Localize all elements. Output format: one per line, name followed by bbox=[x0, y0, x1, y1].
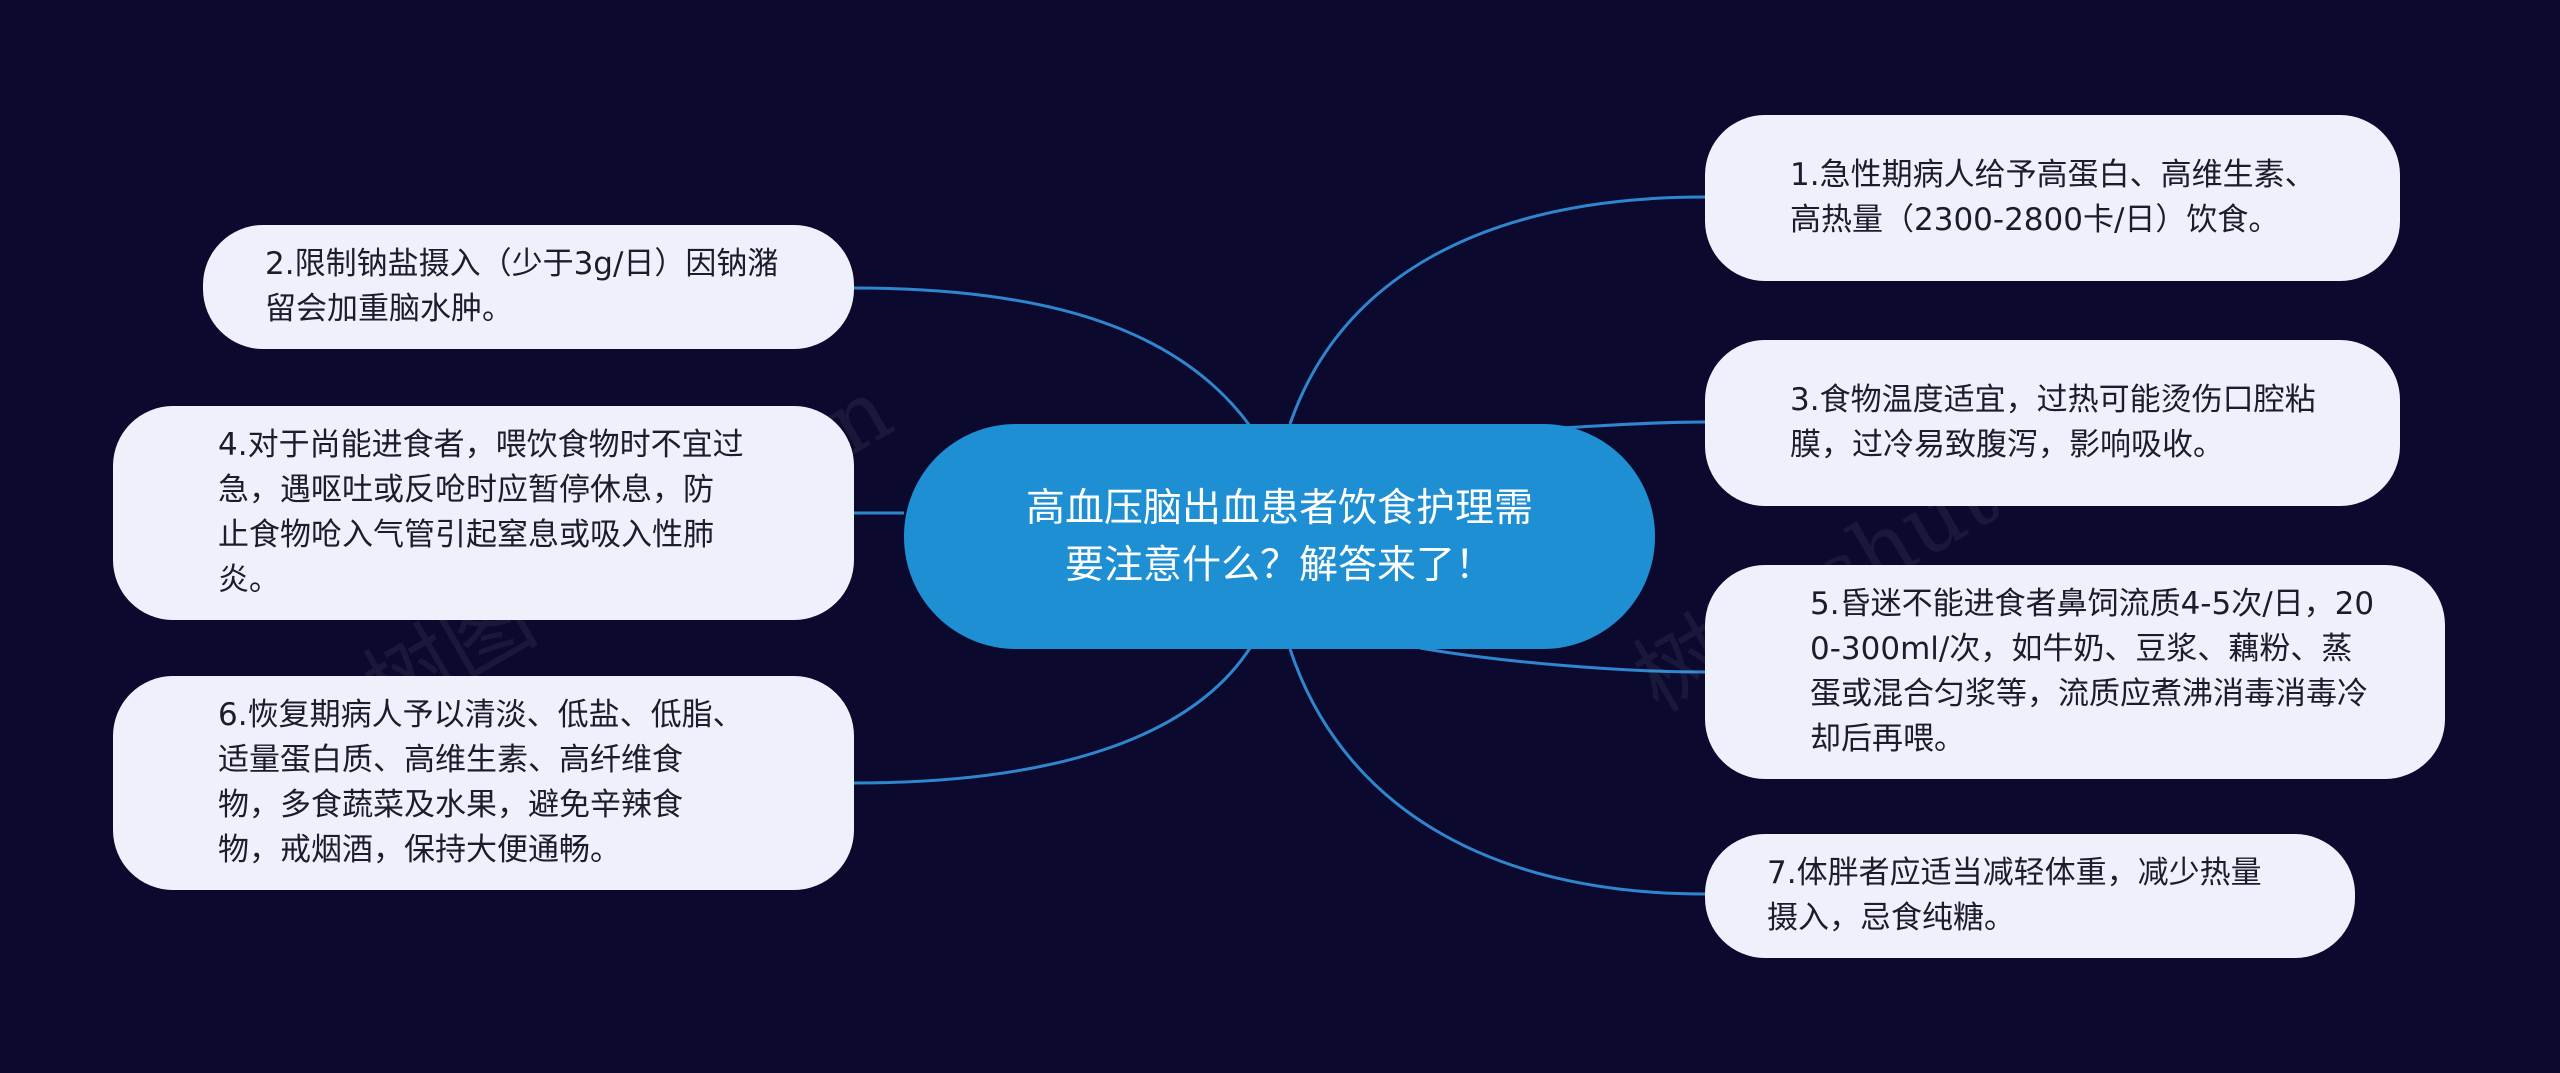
link-n2 bbox=[853, 286, 1252, 427]
topic-node-1[interactable]: 1.急性期病人给予高蛋白、高维生素、高热量（2300-2800卡/日）饮食。 bbox=[1705, 115, 2400, 281]
central-topic[interactable]: 高血压脑出血患者饮食护理需要注意什么？解答来了！ bbox=[904, 424, 1655, 649]
link-n5 bbox=[1419, 646, 1706, 674]
topic-node-3-label: 3.食物温度适宜，过热可能烫伤口腔粘膜，过冷易致腹泻，影响吸收。 bbox=[1790, 382, 2316, 463]
topic-node-2[interactable]: 2.限制钠盐摄入（少于3g/日）因钠潴留会加重脑水肿。 bbox=[203, 225, 854, 349]
topic-node-4[interactable]: 4.对于尚能进食者，喂饮食物时不宜过急，遇呕吐或反呛时应暂停休息，防止食物呛入气… bbox=[113, 406, 854, 620]
topic-node-4-label: 4.对于尚能进食者，喂饮食物时不宜过急，遇呕吐或反呛时应暂停休息，防止食物呛入气… bbox=[218, 427, 744, 598]
link-n3 bbox=[1559, 420, 1706, 430]
link-n7 bbox=[1288, 648, 1706, 896]
topic-node-7[interactable]: 7.体胖者应适当减轻体重，减少热量摄入，忌食纯糖。 bbox=[1705, 834, 2355, 958]
topic-node-6[interactable]: 6.恢复期病人予以清淡、低盐、低脂、适量蛋白质、高维生素、高纤维食物，多食蔬菜及… bbox=[113, 676, 854, 890]
topic-node-1-label: 1.急性期病人给予高蛋白、高维生素、高热量（2300-2800卡/日）饮食。 bbox=[1790, 157, 2316, 238]
link-n6 bbox=[853, 647, 1252, 785]
topic-node-3[interactable]: 3.食物温度适宜，过热可能烫伤口腔粘膜，过冷易致腹泻，影响吸收。 bbox=[1705, 340, 2400, 506]
topic-node-6-label: 6.恢复期病人予以清淡、低盐、低脂、适量蛋白质、高维生素、高纤维食物，多食蔬菜及… bbox=[218, 697, 744, 868]
topic-node-2-label: 2.限制钠盐摄入（少于3g/日）因钠潴留会加重脑水肿。 bbox=[265, 246, 779, 327]
central-topic-label: 高血压脑出血患者饮食护理需要注意什么？解答来了！ bbox=[1025, 485, 1533, 588]
topic-node-5-label: 5.昏迷不能进食者鼻饲流质4-5次/日，200-300ml/次，如牛奶、豆浆、藕… bbox=[1810, 586, 2375, 757]
topic-node-5[interactable]: 5.昏迷不能进食者鼻饲流质4-5次/日，200-300ml/次，如牛奶、豆浆、藕… bbox=[1705, 565, 2445, 779]
topic-node-7-label: 7.体胖者应适当减轻体重，减少热量摄入，忌食纯糖。 bbox=[1767, 855, 2262, 936]
link-n1 bbox=[1288, 195, 1706, 425]
